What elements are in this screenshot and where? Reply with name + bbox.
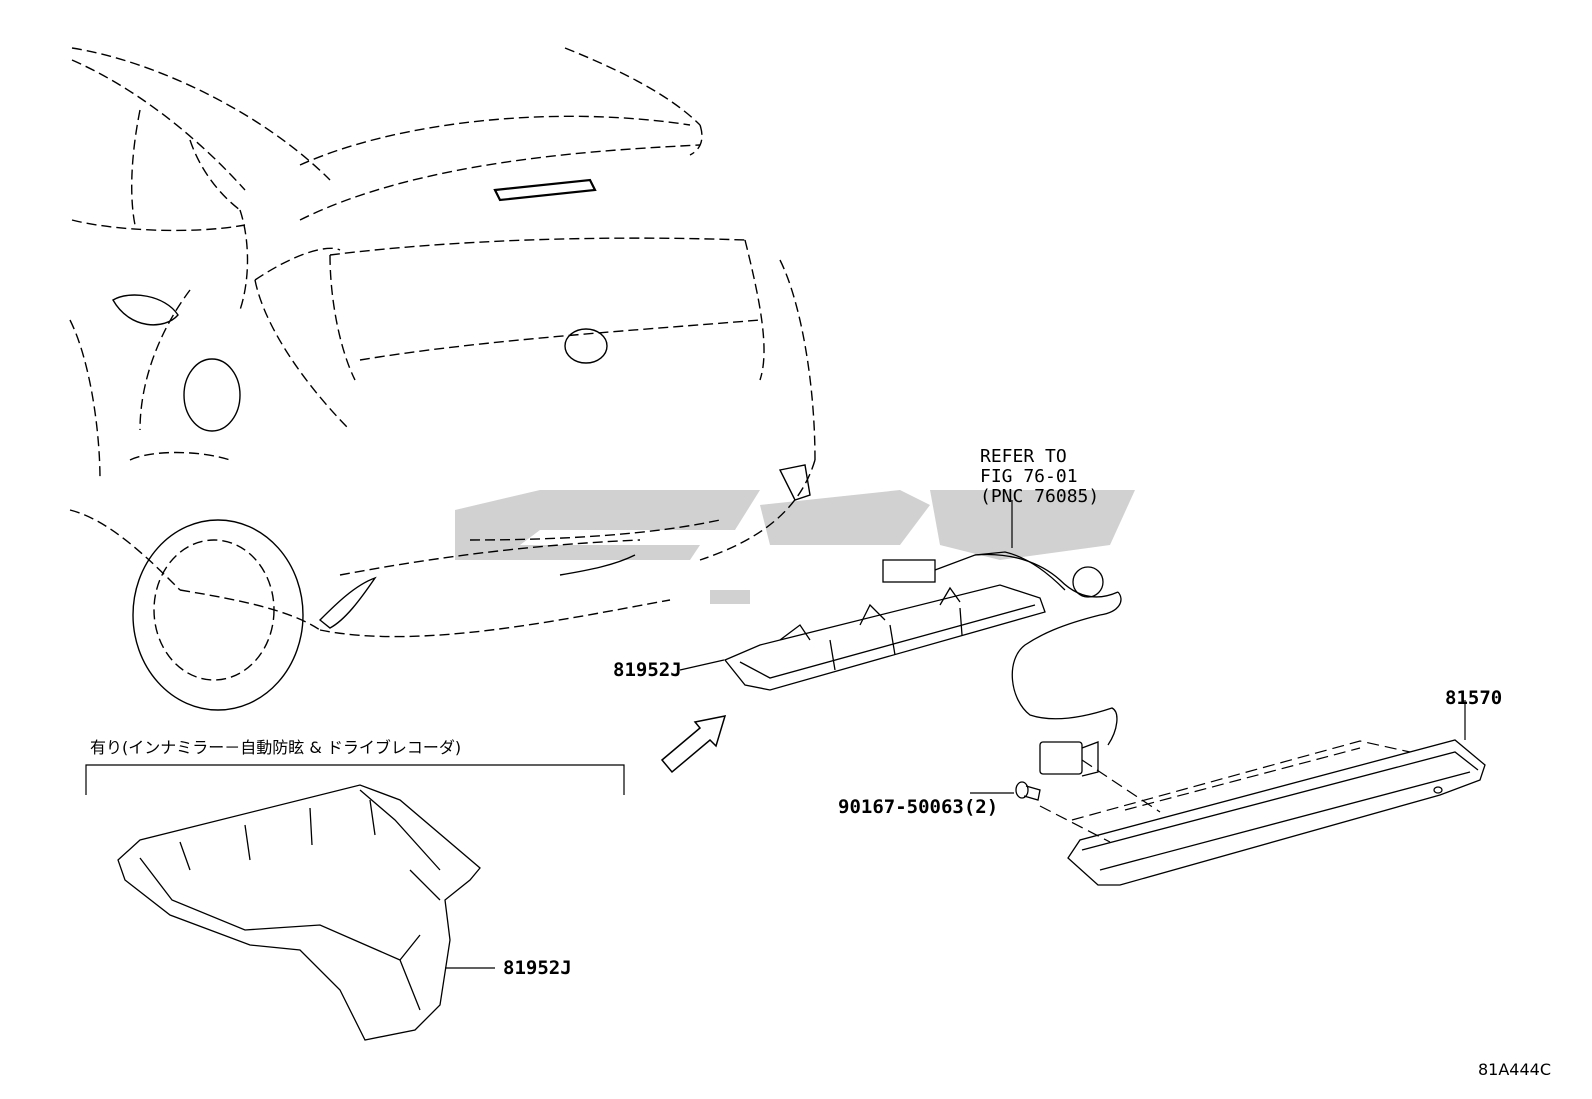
watermark-logo: [455, 490, 1135, 604]
figure-code: 81A444C: [1478, 1060, 1552, 1079]
direction-arrow: [660, 715, 727, 774]
lower-bracket-drawing: [117, 784, 481, 1041]
condition-bracket: [85, 764, 625, 795]
refer-line-2: FIG 76-01: [980, 466, 1078, 487]
car-rear-outline: [69, 47, 816, 638]
car-details: [112, 178, 811, 711]
leader-lines: [445, 500, 1466, 969]
condition-note: 有り(インナミラー－自動防眩 & ドライブレコーダ): [90, 738, 462, 757]
part-label-81952j-upper: 81952J: [613, 659, 682, 681]
stop-lamp-drawing: [1067, 739, 1486, 886]
part-label-81952j-lower: 81952J: [503, 957, 572, 979]
assembly-lines: [1039, 740, 1411, 843]
refer-line-1: REFER TO: [980, 446, 1067, 467]
refer-to-note: REFER TO FIG 76-01 (PNC 76085): [980, 447, 1099, 507]
part-label-81570: 81570: [1445, 687, 1503, 709]
upper-bracket-drawing: [723, 551, 1122, 777]
part-label-screw: 90167-50063(2): [838, 796, 999, 818]
screw-drawing: [1015, 781, 1041, 801]
refer-line-3: (PNC 76085): [980, 486, 1100, 507]
